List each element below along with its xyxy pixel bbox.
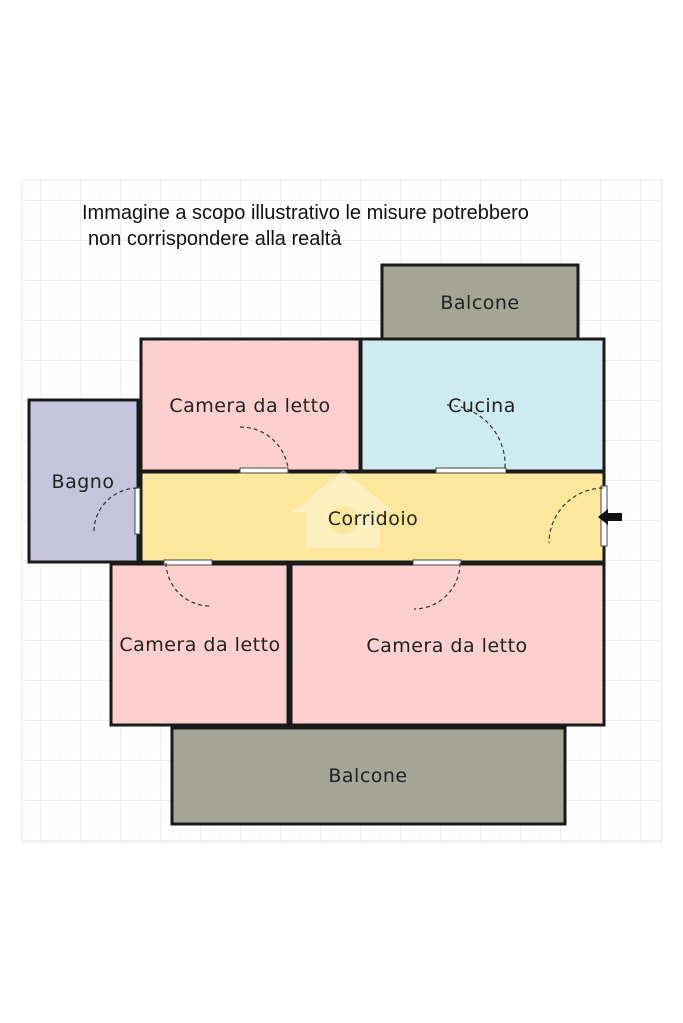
door-camera-bottom-left: [163, 559, 213, 607]
label-balcone-bottom: Balcone: [328, 765, 407, 787]
disclaimer-line-1: Immagine a scopo illustrativo le misure …: [82, 202, 529, 224]
entrance-arrow-icon: [598, 509, 622, 525]
room-balcone-bottom: [170, 726, 567, 826]
door-camera-top: [239, 426, 289, 474]
room-camera-bottom-right: [289, 562, 606, 727]
door-bagno: [93, 487, 141, 535]
disclaimer-line-2: non corrispondere alla realtà: [88, 228, 342, 250]
room-balcone-top: [380, 263, 580, 341]
door-camera-bottom-right: [412, 559, 462, 610]
watermark-house-icon: [292, 470, 394, 548]
label-balcone-top: Balcone: [440, 292, 519, 314]
room-corridoio: [139, 470, 606, 564]
label-cucina: Cucina: [448, 395, 516, 417]
room-bagno: [27, 398, 140, 564]
label-camera-bottom-right: Camera da letto: [366, 635, 527, 657]
room-camera-top: [139, 337, 362, 473]
label-camera-top: Camera da letto: [169, 395, 330, 417]
label-corridoio: Corridoio: [328, 508, 419, 530]
room-cucina: [359, 337, 606, 473]
label-bagno: Bagno: [52, 471, 115, 493]
room-camera-bottom-left: [109, 562, 290, 727]
door-cucina: [435, 404, 507, 474]
label-camera-bottom-left: Camera da letto: [119, 634, 280, 656]
